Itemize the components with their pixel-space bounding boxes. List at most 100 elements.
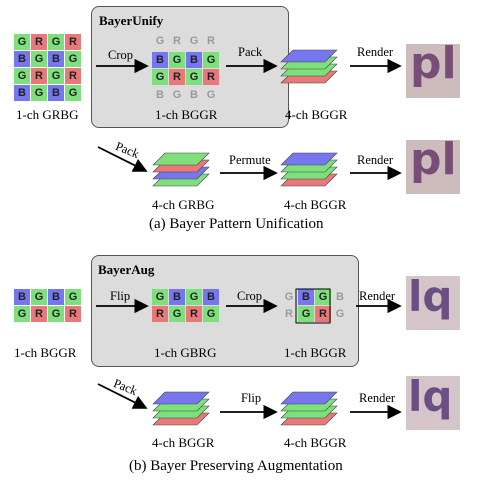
grbg-stack-layer-G (152, 152, 210, 166)
bayer-cell-G: G (335, 308, 345, 320)
arrow-pack-diagonal (97, 146, 148, 172)
flip-label: Flip (110, 289, 131, 303)
render-output-thumbnail: pl (406, 44, 460, 98)
bayerunify-title: BayerUnify (99, 13, 164, 28)
bayer-cell-G: G (14, 34, 30, 50)
render-label: Render (357, 45, 394, 59)
bayer-cell-G: G (31, 51, 47, 67)
bayer-cell-B: B (336, 291, 344, 303)
bayer-cell-G: G (65, 289, 81, 305)
bayer-cell-G: G (65, 51, 81, 67)
stack-bggr-label-b2: 4-ch BGGR (284, 435, 347, 450)
flip-label-b2: Flip (241, 391, 262, 405)
input-bggr-label: 1-ch BGGR (14, 345, 77, 360)
bayer-cell-G: G (31, 289, 47, 305)
render-label-b2: Render (359, 391, 396, 405)
bggr-stack-2-layer-B (280, 152, 338, 166)
stack-bggr-label-b1: 4-ch BGGR (152, 435, 215, 450)
bayer-cell-B: B (14, 51, 30, 67)
bayer-cell-B: B (14, 85, 30, 101)
bayer-cell-R: R (315, 306, 331, 322)
bayeraug-title: BayerAug (98, 262, 155, 277)
render-output-thumbnail-b: lq (406, 276, 460, 330)
bayer-cell-G: G (48, 34, 64, 50)
bayer-cell-B: B (298, 289, 314, 305)
render-label-b: Render (359, 289, 396, 303)
bayer-cell-G: G (172, 89, 182, 101)
bayer-cell-G: G (169, 52, 185, 68)
stack-grbg-label: 4-ch GRBG (152, 197, 215, 212)
bayer-cell-R: R (65, 68, 81, 84)
packed-bggr-stack-layer-B (280, 49, 338, 63)
bayer-cell-G: G (315, 289, 331, 305)
bayer-cell-R: R (65, 34, 81, 50)
crop-window-frame (295, 288, 331, 324)
bayer-cell-R: R (65, 306, 81, 322)
bayer-cell-G: G (189, 35, 199, 47)
bayer-cell-G: G (203, 306, 219, 322)
bayer-cell-G: G (14, 306, 30, 322)
bayer-cell-G: G (65, 85, 81, 101)
bayer-cell-R: R (173, 35, 181, 47)
bayer-cell-G: G (155, 35, 165, 47)
render-output-text-b: lq (408, 276, 453, 321)
input-grbg-label: 1-ch GRBG (16, 107, 79, 122)
pack-label: Pack (238, 45, 263, 59)
bayer-cell-B: B (190, 89, 198, 101)
bayer-cell-R: R (207, 35, 215, 47)
bayer-cell-G: G (152, 289, 168, 305)
render-label-2: Render (357, 153, 394, 167)
bayer-cell-G: G (31, 85, 47, 101)
bayer-cell-B: B (156, 89, 164, 101)
bayer-cell-G: G (186, 69, 202, 85)
render-output-thumbnail-2: pl (406, 140, 460, 194)
bayer-cell-B: B (48, 289, 64, 305)
bayer-cell-G: G (206, 89, 216, 101)
bayer-cell-G: G (14, 68, 30, 84)
bayer-cell-B: B (152, 52, 168, 68)
bayer-cell-R: R (31, 306, 47, 322)
cropped-bggr-label-b: 1-ch BGGR (284, 345, 347, 360)
flipped-gbrg-label: 1-ch GBRG (154, 345, 217, 360)
bayer-cell-B: B (48, 51, 64, 67)
bayer-cell-G: G (203, 52, 219, 68)
bayer-cell-R: R (186, 306, 202, 322)
render-output-text-b2: lq (408, 376, 453, 421)
caption-b: (b) Bayer Preserving Augmentation (129, 458, 343, 474)
bayer-cell-G: G (169, 306, 185, 322)
bayer-cell-R: R (285, 308, 293, 320)
arrow-pack-diagonal-b (97, 383, 148, 409)
crop-label-b: Crop (237, 289, 262, 303)
bayer-cell-B: B (186, 52, 202, 68)
bayer-cell-G: G (284, 291, 294, 303)
cropped-bggr-label: 1-ch BGGR (155, 107, 218, 122)
crop-label: Crop (108, 48, 133, 62)
bayer-cell-G: G (48, 68, 64, 84)
bayer-cell-B: B (14, 289, 30, 305)
bayer-cell-R: R (31, 34, 47, 50)
bayer-cell-R: R (152, 306, 168, 322)
render-output-thumbnail-b2: lq (406, 376, 460, 430)
bayer-cell-B: B (203, 289, 219, 305)
render-output-text: pl (410, 44, 457, 89)
bayer-cell-G: G (186, 289, 202, 305)
packed-bggr-label: 4-ch BGGR (285, 107, 348, 122)
stack-bggr-label-2: 4-ch BGGR (284, 197, 347, 212)
bggr-stack-b1-layer-B (152, 391, 210, 405)
bayer-cell-B: B (48, 85, 64, 101)
bayer-cell-R: R (203, 69, 219, 85)
bayer-cell-G: G (152, 69, 168, 85)
bayer-cell-R: R (169, 69, 185, 85)
bayer-cell-G: G (48, 306, 64, 322)
bayer-cell-R: R (31, 68, 47, 84)
permute-label: Permute (229, 153, 271, 167)
render-output-text-2: pl (410, 140, 457, 185)
